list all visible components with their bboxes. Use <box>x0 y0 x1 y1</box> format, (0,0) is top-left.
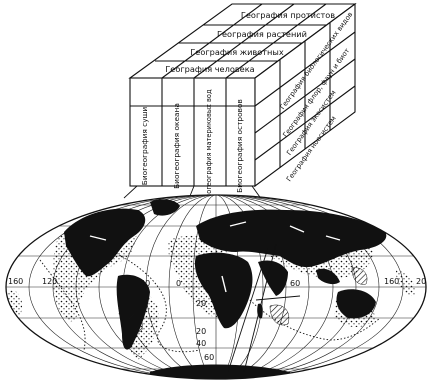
front-column-label: Биогеография суши <box>140 107 149 186</box>
front-column-label: Биогеография материковых вод <box>205 89 213 202</box>
latitude-label: 60 <box>204 353 214 362</box>
longitude-label: 20 <box>196 299 206 308</box>
latitude-label: 40 <box>196 339 206 348</box>
top-layer-label: География человека <box>165 64 254 74</box>
top-layer-label: География животных <box>190 47 284 57</box>
latitude-label: 20 <box>196 327 206 336</box>
top-layer-label: География протистов <box>241 10 335 20</box>
longitude-label: 0 <box>176 279 181 288</box>
longitude-label: 160 <box>384 277 399 286</box>
world-map: 160 120 40 0 20 60 160 20 20 40 60 <box>6 195 426 383</box>
top-layer-label: География растений <box>217 29 307 39</box>
longitude-label: 60 <box>290 279 300 288</box>
longitude-label: 160 <box>8 277 23 286</box>
longitude-label: 120 <box>42 277 57 286</box>
front-column-label: Биогеография океана <box>172 103 181 189</box>
longitude-label: 40 <box>140 279 150 288</box>
front-column-label: Биогеография островов <box>235 99 244 193</box>
longitude-label: 20 <box>416 277 426 286</box>
